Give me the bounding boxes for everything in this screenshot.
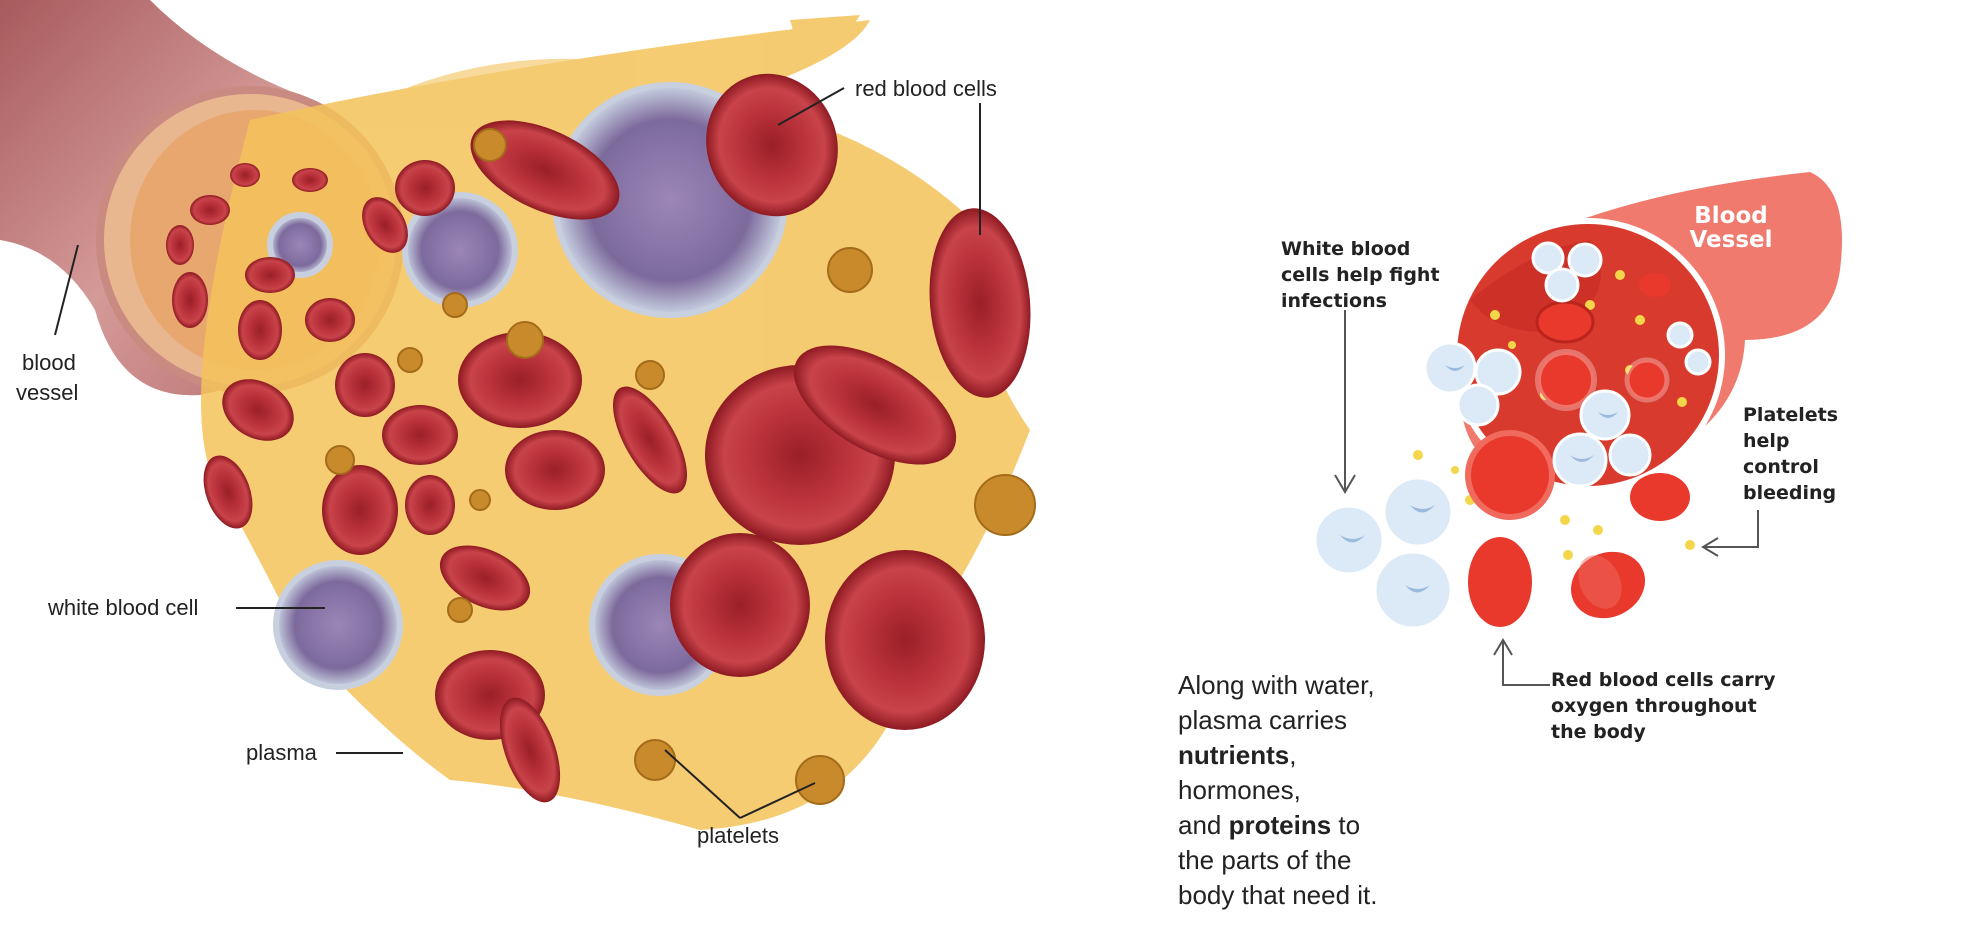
para-line3: nutrients,: [1178, 738, 1438, 773]
red-blood-cells: [166, 73, 1031, 803]
label-red-cells-carry: Red blood cells carry oxygen throughout …: [1551, 667, 1775, 745]
label-blood-vessel-line2: vessel: [16, 380, 79, 405]
label-red-cells-line1: Red blood cells carry: [1551, 669, 1776, 691]
label-white-cells-line3: infections: [1281, 290, 1387, 312]
label-white-cells-help: White blood cells help fight infections: [1281, 236, 1440, 314]
para-line5: and proteins to: [1178, 808, 1438, 843]
cartoon-arrows: [1334, 310, 1759, 686]
label-platelets-help: Platelets help control bleeding: [1743, 402, 1838, 506]
vessel-title: Blood Vessel: [1676, 204, 1786, 252]
cartoon-red-cells: [1465, 273, 1690, 627]
label-platelets-line2: help: [1743, 430, 1790, 452]
plasma-description: Along with water, plasma carries nutrien…: [1178, 668, 1438, 913]
label-platelets: platelets: [697, 823, 779, 848]
label-white-cells-line1: White blood: [1281, 238, 1411, 260]
para-line2: plasma carries: [1178, 705, 1348, 735]
para-line7: body that need it.: [1178, 880, 1378, 910]
label-platelets-line1: Platelets: [1743, 404, 1839, 426]
label-red-blood-cells: red blood cells: [855, 76, 997, 101]
para-proteins: proteins: [1228, 810, 1332, 840]
label-platelets-line4: bleeding: [1743, 482, 1837, 504]
left-leader-lines: [54, 87, 981, 819]
para-line1: Along with water,: [1178, 670, 1375, 700]
para-nutrients: nutrients: [1178, 740, 1290, 770]
label-white-cells-line2: cells help fight: [1281, 264, 1440, 286]
label-red-cells-line3: the body: [1551, 721, 1646, 743]
vessel-title-line2: Vessel: [1689, 227, 1773, 253]
label-platelets-line3: control: [1743, 456, 1819, 478]
para-comma: ,: [1289, 740, 1297, 770]
plasma-streams: [201, 15, 1030, 830]
para-line4: hormones,: [1178, 775, 1301, 805]
cartoon-vessel-illustration: [1313, 172, 1842, 686]
para-to: to: [1331, 810, 1361, 840]
vessel-title-line1: Blood: [1694, 203, 1768, 229]
label-blood-vessel-line1: blood: [22, 350, 76, 375]
label-white-blood-cell: white blood cell: [48, 595, 199, 620]
para-line6: the parts of the: [1178, 845, 1352, 875]
para-and: and: [1178, 810, 1229, 840]
label-plasma: plasma: [246, 740, 317, 765]
label-red-cells-line2: oxygen throughout: [1551, 695, 1757, 717]
